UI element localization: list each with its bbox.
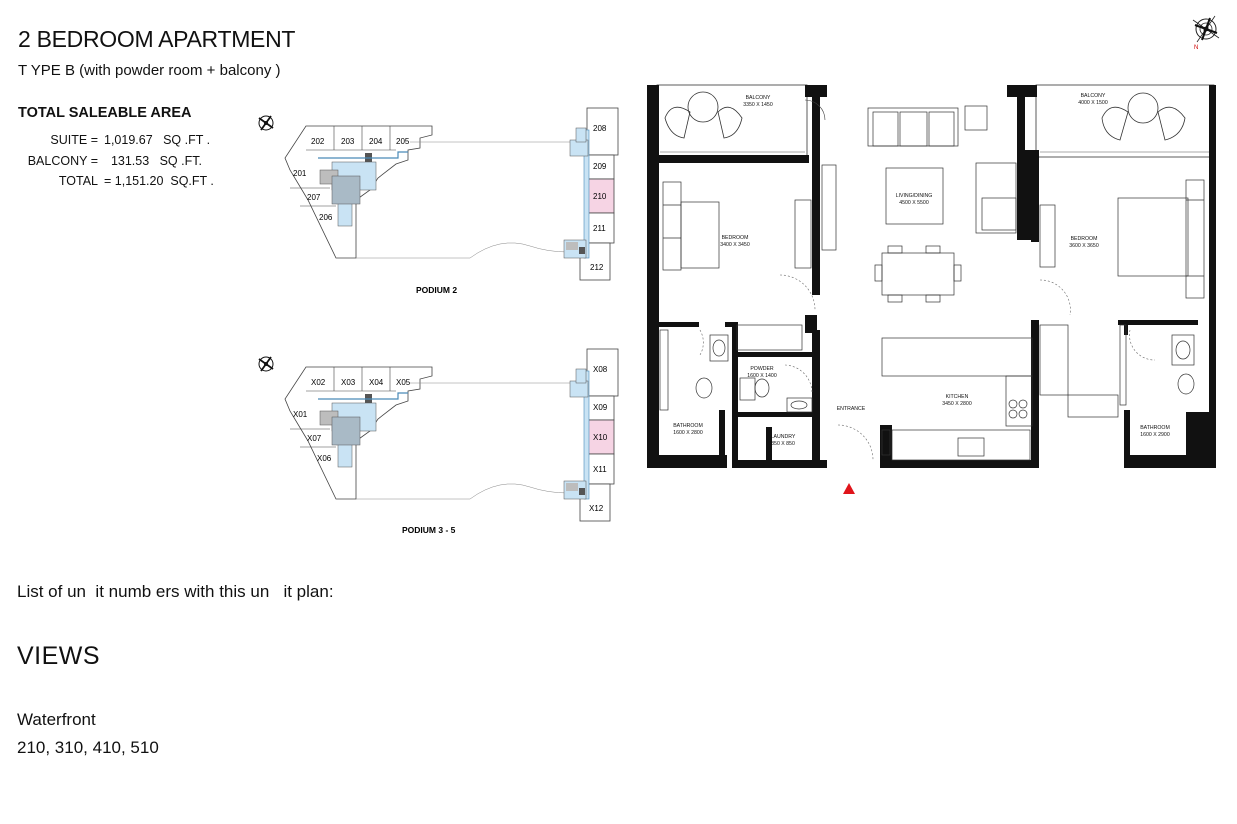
room-name: POWDER [750, 366, 774, 372]
keyplan-unit: 204 [369, 137, 383, 146]
view-unit-numbers: 210, 310, 410, 510 [17, 738, 159, 757]
area-row-suite: SUITE = 1,019.67 SQ .FT . [18, 130, 214, 151]
room-dims: 3450 X 2800 [942, 401, 972, 407]
keyplan-unit: X06 [317, 454, 332, 463]
area-value: = 1,151.20 SQ.FT . [104, 174, 214, 188]
walls [647, 85, 1216, 468]
bed-left [662, 164, 837, 271]
room-dims: 4500 X 5500 [899, 200, 929, 206]
area-label: SUITE = [50, 133, 98, 147]
room-name: BATHROOM [1140, 425, 1170, 431]
living-furniture [867, 105, 1017, 303]
balcony-furniture-right [1101, 92, 1186, 141]
keyplan-unit: 202 [311, 137, 325, 146]
unit-type-subtitle: T YPE B (with powder room + balcony ) [18, 62, 281, 79]
compass-north-label: N [1194, 45, 1198, 51]
keyplan-unit: X01 [293, 410, 308, 419]
room-dims: 3600 X 3650 [1069, 243, 1099, 249]
keyplan-unit: X09 [593, 403, 608, 412]
balcony-furniture-left [664, 91, 743, 139]
keyplan-label: PODIUM 3 - 5 [402, 525, 456, 535]
room-name: LIVING/DINING [896, 193, 933, 199]
bathroom-fixtures [659, 324, 1195, 418]
compass-icon: N [1192, 15, 1220, 51]
balcony-left-area [656, 84, 808, 158]
area-heading: TOTAL SALEABLE AREA [18, 105, 192, 121]
room-dims: 1600 X 2800 [673, 430, 703, 436]
keyplan-unit: 208 [593, 124, 607, 133]
view-name: Waterfront [17, 710, 96, 729]
entrance-marker-icon [843, 483, 855, 494]
room-dims: 1600 X 1400 [747, 373, 777, 379]
area-label: TOTAL [58, 174, 98, 188]
keyplan-unit-highlighted: X10 [593, 433, 608, 442]
keyplan-unit: X11 [593, 465, 607, 474]
room-dims: 4000 X 1500 [1078, 100, 1108, 106]
bed-right [1039, 179, 1205, 299]
keyplan-unit: 205 [396, 137, 410, 146]
area-label: BALCONY = [27, 153, 98, 168]
keyplan-unit: X03 [341, 378, 356, 387]
area-value: 1,019.67 SQ .FT . [104, 133, 211, 147]
mini-compass-icon [258, 356, 274, 372]
views-heading: VIEWS [17, 642, 101, 670]
keyplan-unit: 203 [341, 137, 355, 146]
door-swings [699, 274, 1156, 461]
room-labels: BALCONY 3350 X 1450 BALCONY 4000 X 1500 … [673, 93, 1170, 447]
room-name: BALCONY [746, 95, 771, 101]
units-list-label: List of un it numb ers with this un it p… [17, 582, 334, 601]
area-row-balcony: BALCONY = 131.53 SQ .FT. [18, 151, 214, 172]
room-name: BEDROOM [722, 235, 749, 241]
kitchen-fixtures [881, 337, 1033, 461]
room-name: KITCHEN [946, 394, 969, 400]
page-title: 2 BEDROOM APARTMENT [18, 26, 296, 52]
keyplan-unit: 207 [307, 193, 321, 202]
keyplan-unit: X07 [307, 434, 322, 443]
keyplan-unit: 212 [590, 263, 604, 272]
area-row-total: TOTAL = 1,151.20 SQ.FT . [18, 171, 214, 192]
area-value: 131.53 SQ .FT. [104, 153, 202, 168]
keyplan-unit: X05 [396, 378, 411, 387]
mini-compass-icon [258, 115, 274, 131]
room-dims: 3400 X 3450 [720, 242, 750, 248]
room-dims: 3350 X 1450 [743, 102, 773, 108]
keyplan-unit-highlighted: 210 [593, 192, 607, 201]
keyplan-unit: 201 [293, 169, 307, 178]
room-dims: 850 X 850 [771, 441, 795, 447]
keyplan-unit: 211 [593, 224, 606, 233]
keyplan-podium-3-5: X02 X03 X04 X05 X01 X07 X06 X08 X09 X10 … [258, 348, 619, 535]
keyplan-unit: X02 [311, 378, 326, 387]
keyplan-unit: 206 [319, 213, 333, 222]
room-name: BALCONY [1081, 93, 1106, 99]
area-table: SUITE = 1,019.67 SQ .FT . BALCONY = 131.… [18, 130, 214, 192]
keyplan-podium-2: 202 203 204 205 201 207 206 208 209 210 … [258, 107, 619, 295]
keyplan-unit: 209 [593, 162, 607, 171]
room-name: BEDROOM [1071, 236, 1098, 242]
keyplan-unit: X12 [589, 504, 604, 513]
balcony-right-area [1035, 84, 1215, 158]
entrance-label: ENTRANCE [837, 406, 866, 412]
keyplan-label: PODIUM 2 [416, 285, 457, 295]
keyplan-unit: X08 [593, 365, 608, 374]
room-name: BATHROOM [673, 423, 703, 429]
room-name: LAUNDRY [771, 434, 796, 440]
floor-plan: BALCONY 3350 X 1450 BALCONY 4000 X 1500 … [647, 84, 1216, 494]
room-dims: 1600 X 2900 [1140, 432, 1170, 438]
keyplan-unit: X04 [369, 378, 384, 387]
